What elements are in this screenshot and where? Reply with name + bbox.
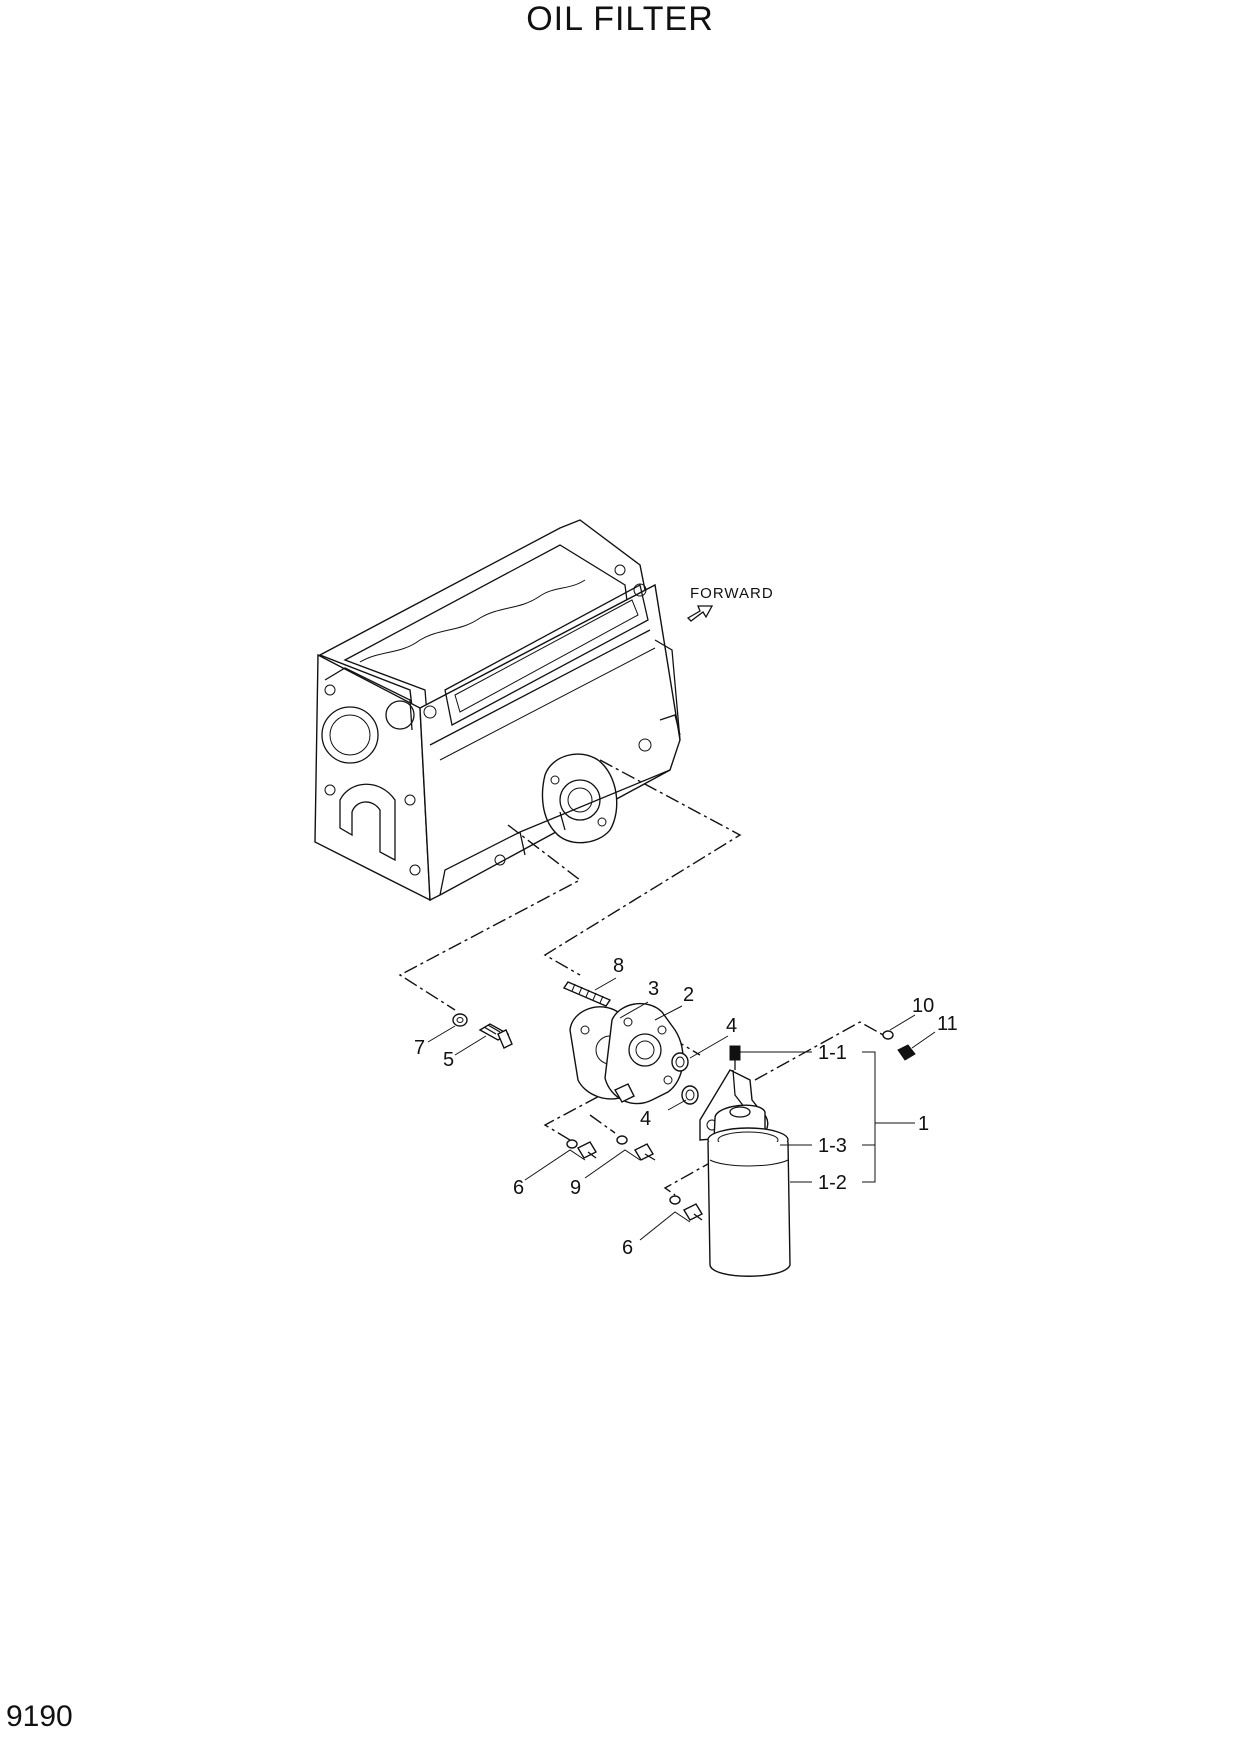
callout-7: 7 [414,1037,425,1059]
forward-label: FORWARD [690,585,774,602]
part-4-o-ring-upper [671,1052,689,1072]
callout-10: 10 [912,995,934,1017]
callout-1-3: 1-3 [818,1135,847,1157]
callout-3: 3 [648,978,659,1000]
part-6-washer-bolt-middle [566,1139,597,1159]
part-5-fitting [478,1023,513,1049]
page-number: 9190 [6,1700,73,1733]
callout-2: 2 [683,984,694,1006]
engine-block [314,519,681,902]
callout-1-2: 1-2 [818,1172,847,1194]
callout-4-upper: 4 [726,1015,737,1037]
callout-5: 5 [443,1049,454,1071]
part-7-washer [452,1013,468,1027]
part-10-washer [882,1030,894,1040]
part-1-filter-assembly [699,1045,791,1277]
part-2-adapter [604,1002,684,1105]
leader-lines [427,977,936,1241]
callout-9: 9 [570,1177,581,1199]
forward-arrow-icon [686,605,714,622]
callout-8: 8 [613,955,624,977]
part-6-washer-bolt-lower [669,1195,703,1221]
part-8-stud [562,981,612,1007]
part-9-washer-bolt [616,1135,656,1161]
callout-labels: 8 3 2 4 4 7 5 6 9 6 10 11 1-1 1-3 1-2 1 [414,955,958,1259]
callout-6-lower: 6 [622,1237,633,1259]
callout-4-lower: 4 [640,1108,651,1130]
callout-1-1: 1-1 [818,1042,847,1064]
page-title: OIL FILTER [526,0,714,38]
part-4-o-ring-lower [681,1085,699,1105]
callout-6-middle: 6 [513,1177,524,1199]
callout-11: 11 [937,1013,958,1035]
part-11-plug [897,1044,916,1061]
callout-1: 1 [918,1113,929,1135]
